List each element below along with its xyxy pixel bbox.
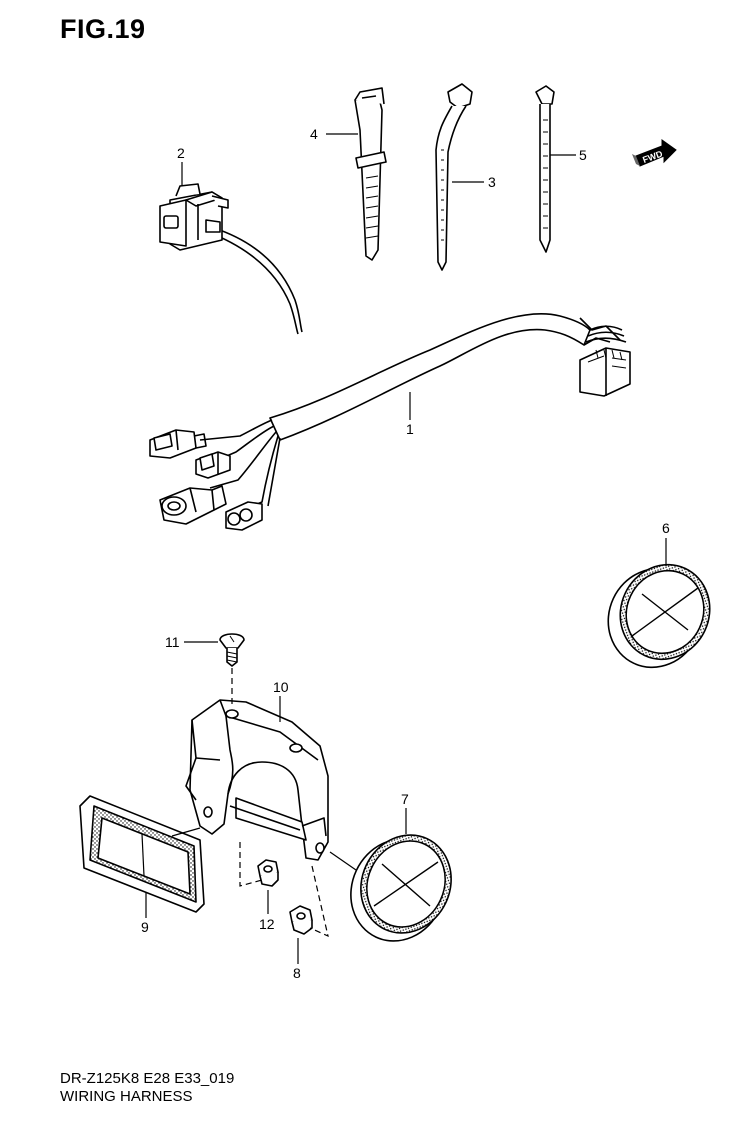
callout-2: 2 xyxy=(177,145,185,161)
part-11-screw xyxy=(219,633,245,667)
callout-3: 3 xyxy=(488,174,496,190)
callout-8: 8 xyxy=(293,965,301,981)
leader-lines xyxy=(145,133,667,964)
part-4-clamp xyxy=(354,87,387,261)
callout-labels: 1 2 3 4 5 6 7 8 9 10 11 12 xyxy=(141,126,670,981)
callout-1: 1 xyxy=(406,421,414,437)
fwd-badge-text: FWD xyxy=(641,148,664,165)
part-12-nut xyxy=(257,859,279,887)
part-1-wiring-harness xyxy=(149,312,631,531)
part-10-bracket xyxy=(185,699,329,861)
callout-7: 7 xyxy=(401,791,409,807)
callout-12: 12 xyxy=(259,916,275,932)
part-8-nut xyxy=(289,905,313,935)
model-code: DR-Z125K8 E28 E33_019 xyxy=(60,1070,235,1087)
part-2-switch xyxy=(159,183,303,335)
section-name: WIRING HARNESS xyxy=(60,1088,193,1105)
forward-direction-icon xyxy=(632,139,677,167)
callout-11: 11 xyxy=(165,634,180,650)
callout-4: 4 xyxy=(310,126,318,142)
part-3-clamp xyxy=(435,83,473,271)
part-9-reflector xyxy=(79,795,205,913)
callout-5: 5 xyxy=(579,147,587,163)
part-5-clamp xyxy=(535,85,555,253)
part-7-reflector xyxy=(350,834,452,942)
callout-9: 9 xyxy=(141,919,149,935)
callout-10: 10 xyxy=(273,679,289,695)
part-6-reflector xyxy=(607,563,711,669)
callout-6: 6 xyxy=(662,520,670,536)
figure-title: FIG.19 xyxy=(60,14,146,44)
